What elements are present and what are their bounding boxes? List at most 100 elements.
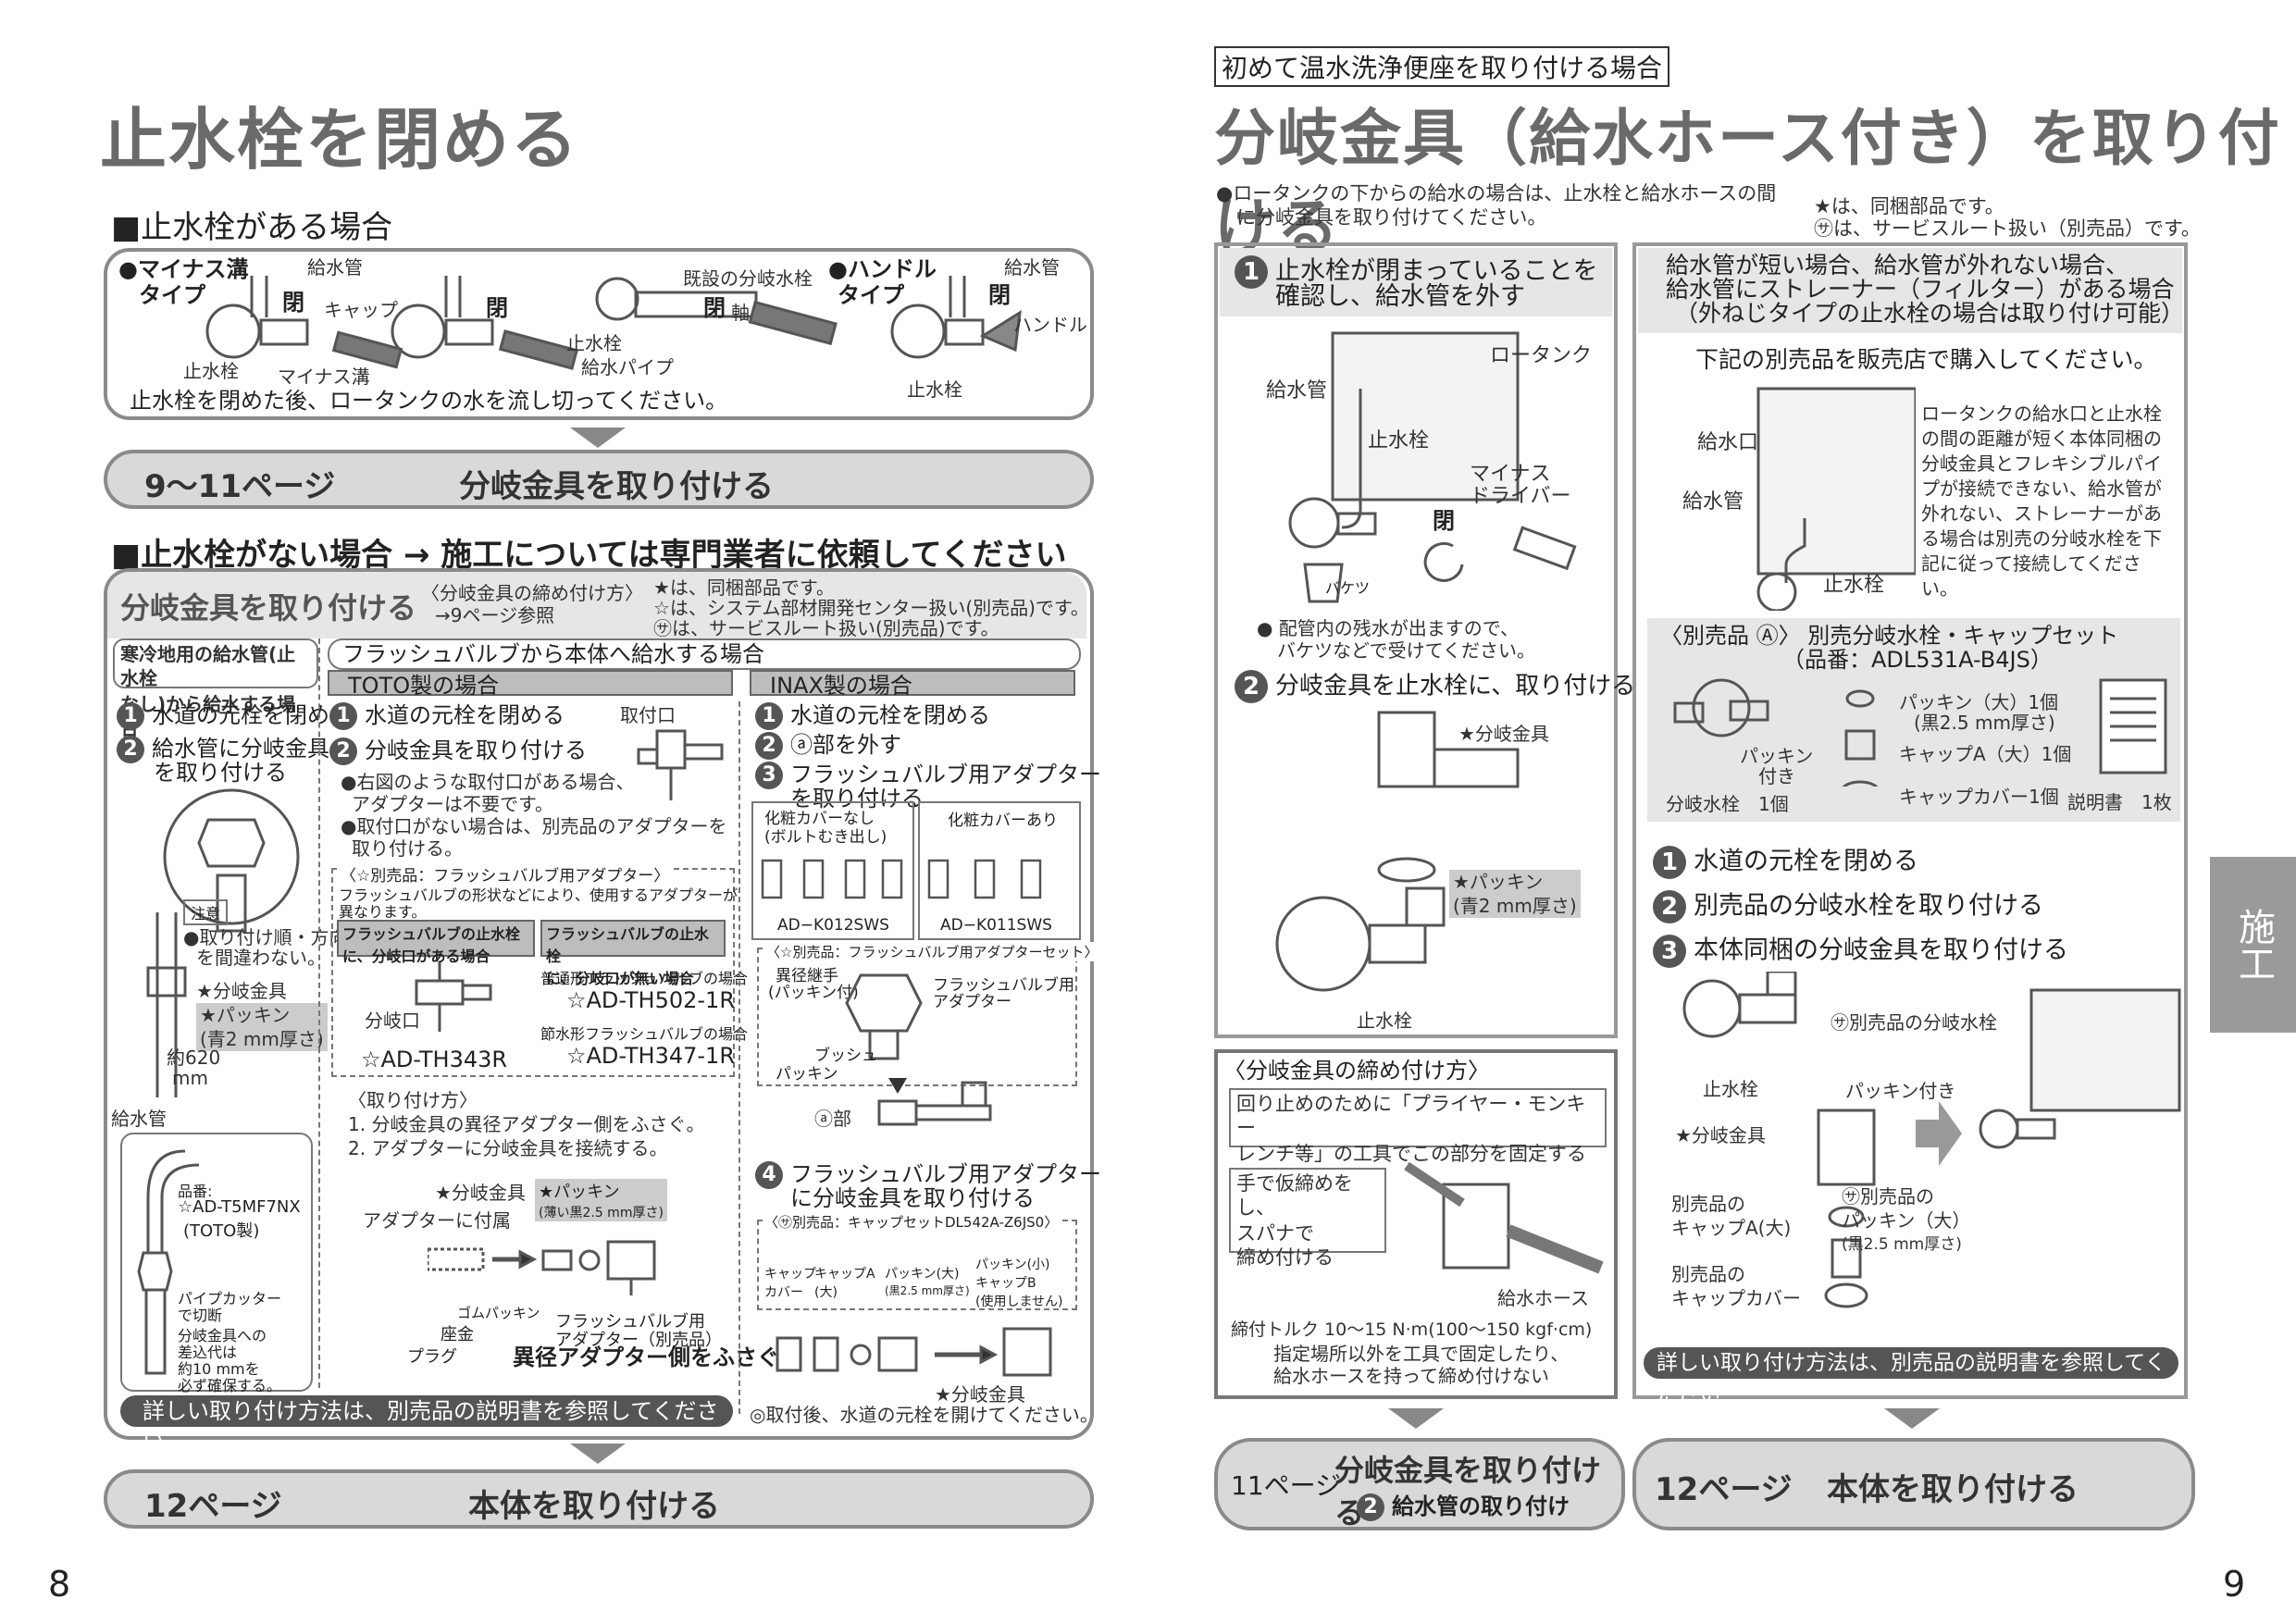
label-close-2: 閉 — [486, 295, 508, 321]
toto-bar: TOTO製の場合 — [328, 670, 733, 699]
goto-page-12-right[interactable]: 12ページ 本体を取り付ける — [1632, 1438, 2195, 1530]
tank-short-illustration — [1756, 387, 1916, 611]
pipe-part-illustration — [137, 1149, 200, 1375]
inax-step-3b: を取り付ける — [790, 786, 924, 812]
label-handle: ハンドル — [1013, 314, 1087, 336]
kesho-ari-box — [918, 801, 1081, 940]
arrow-down-icon — [570, 427, 626, 448]
tb-1: ●右図のような取付口がある場合、 — [341, 771, 635, 793]
torituke-valve — [637, 729, 724, 800]
pill-page: 9～11ページ — [144, 468, 336, 505]
kata-head: 〈取り付け方〉 — [348, 1089, 478, 1111]
label-minusmizo: マイナス溝 — [278, 365, 370, 388]
ref-line-2: →9ページ参照 — [435, 604, 555, 626]
sashikomi-4: 必ず確保する。 — [178, 1377, 282, 1394]
shisuisen-r2: 止水栓 — [1357, 1010, 1412, 1032]
opt-1: 〈別売品 Ⓐ〉 別売分岐水栓・キャップセット — [1660, 623, 2119, 649]
label-close-4: 閉 — [988, 282, 1011, 308]
option-parts — [1673, 678, 2167, 787]
cold-1: 寒冷地用の給水管(止水栓 — [120, 643, 296, 689]
step-a1b: 確認し、給水管を外す — [1275, 282, 1525, 311]
shitei-1: 指定場所以外を工具で固定したり、 — [1273, 1343, 1570, 1365]
kata-2: 2. アダプターに分岐金具を接続する。 — [348, 1137, 668, 1159]
tag: 初めて温水洗浄便座を取り付ける場合 — [1214, 46, 1670, 87]
label-kyusuipipe: 給水パイプ — [581, 356, 674, 378]
cap-assembly — [776, 1327, 1052, 1377]
valve-illustrations — [205, 276, 1022, 370]
bunki-mount-illustration — [1275, 711, 1520, 992]
cap-a-r: キャップA（大）1個 — [1899, 743, 2072, 765]
adapt-fuzoku: アダプターに付属 — [363, 1209, 511, 1232]
fv-ad-2: アダプター — [933, 993, 1011, 1011]
pack-label: パッキン — [776, 1065, 838, 1084]
zagane-label: 座金 — [441, 1325, 474, 1344]
goto-page-9-11[interactable]: 9～11ページ 分岐金具を取り付ける — [104, 450, 1094, 509]
detail-bar-left: 詳しい取り付け方法は、別売品の説明書を参照してください — [120, 1395, 733, 1456]
lowtank-label: ロータンク — [1490, 344, 1593, 367]
gomu-label: ゴムパッキン — [457, 1305, 540, 1321]
close-label-r: 閉 — [1433, 508, 1455, 534]
shime-note-box: 回り止めのために「プライヤー・モンキー レンチ等」の工具でこの部分を固定する — [1229, 1088, 1607, 1165]
yaku-label: 約620 — [167, 1047, 221, 1069]
mm-label: mm — [172, 1067, 208, 1089]
b-head-1: 給水管が短い場合、給水管が外れない場合、 — [1666, 252, 2129, 279]
section-heading-no-valve: ■止水栓がない場合 → 施工については専門業者に依頼してください — [111, 537, 1067, 574]
set-head: 〈☆別売品：フラッシュバルブ用アダプターセット〉 — [764, 942, 1100, 961]
hinban: 品番: — [178, 1183, 213, 1200]
b-head-3: （外ねじタイプの止水栓の場合は取り付け可能） — [1675, 300, 2185, 327]
ikei-tsugite: 異径継手 — [776, 967, 838, 985]
intro-1: ●ロータンクの下からの給水の場合は、止水栓と給水ホースの間 — [1216, 182, 1777, 204]
after-note: ◎取付後、水道の元栓を開けてください。 — [750, 1404, 1098, 1426]
goto-page-12-left[interactable]: 12ページ 本体を取り付ける — [104, 1469, 1094, 1529]
th502: ☆AD-TH502-1R — [566, 987, 735, 1013]
side-tab[interactable]: 施工 — [2210, 857, 2296, 1033]
fv-adapt-2: アダプター（別売品） — [555, 1331, 722, 1350]
page-title-left: 止水栓を閉める — [100, 101, 580, 179]
shime-head: 〈分岐金具の締め付け方〉 — [1223, 1058, 1490, 1084]
tank-valve-illustration — [1288, 331, 1577, 603]
push-label: ブッシュ — [814, 1047, 877, 1065]
pill-label: 分岐金具を取り付ける — [1334, 1453, 1602, 1530]
step-b-box — [1632, 242, 2188, 1399]
label-kisetsu: 既設の分岐水栓 — [683, 267, 813, 290]
shitei-2: 給水ホースを持って締め付けない — [1273, 1365, 1549, 1387]
pill-label: 本体を取り付ける — [1827, 1471, 2079, 1508]
fv-adapt: フラッシュバルブ用 — [555, 1312, 705, 1332]
cap-cover: キャップカバー — [764, 1267, 816, 1300]
pill-label: 本体を取り付ける — [468, 1488, 720, 1525]
tb-3: ●取付口がない場合は、別売品のアダプターを — [341, 815, 727, 837]
plug-label: プラグ — [407, 1347, 457, 1367]
setsusui-label: 節水形フラッシュバルブの場合 — [540, 1025, 749, 1043]
bunki-2: ★分岐金具 — [435, 1182, 526, 1204]
ref-line-1: 〈分岐金具の締め付け方〉 — [421, 582, 643, 604]
cold-step-2b: を取り付ける — [154, 760, 287, 786]
betsu-capa: 別売品のキャップA(大) — [1671, 1193, 1792, 1239]
kari-box: 手で仮締めをし、 スパナで 締め付ける — [1229, 1168, 1386, 1269]
packing-r: ★パッキン(青2 mm厚さ) — [1449, 870, 1581, 918]
pk-l: パッキン（大）1個 — [1899, 691, 2059, 713]
panel-heading: 分岐金具を取り付ける — [120, 590, 417, 626]
ikei-label: 異径アダプター側をふさぐ — [513, 1344, 779, 1370]
th343: ☆AD-TH343R — [361, 1047, 508, 1072]
label-cap: キャップ — [324, 299, 398, 321]
shisuisen-r4: 止水栓 — [1703, 1078, 1758, 1100]
abu-illustration — [877, 1078, 992, 1126]
opt-2: （品番：ADL531A-B4JS） — [1782, 647, 2053, 673]
adapter-th343-icon — [415, 962, 492, 1032]
inax-bar: INAX製の場合 — [750, 670, 1075, 699]
label-kyusuikan: 給水管 — [307, 256, 363, 279]
packing-3: ★パッキン(薄い黒2.5 mm厚さ) — [535, 1179, 667, 1221]
kesho-nashi: 化粧カバーなし — [764, 810, 875, 828]
kesho-ari: 化粧カバーあり — [948, 812, 1058, 830]
cap-a: キャップA(大) — [814, 1267, 875, 1300]
adapter-head: 〈☆別売品：フラッシュバルブ用アダプター〉 — [337, 862, 674, 886]
inax-step-4b: に分岐金具を取り付ける — [790, 1185, 1035, 1211]
b-head-2: 給水管にストレーナー（フィルター）がある場合 — [1666, 276, 2175, 303]
